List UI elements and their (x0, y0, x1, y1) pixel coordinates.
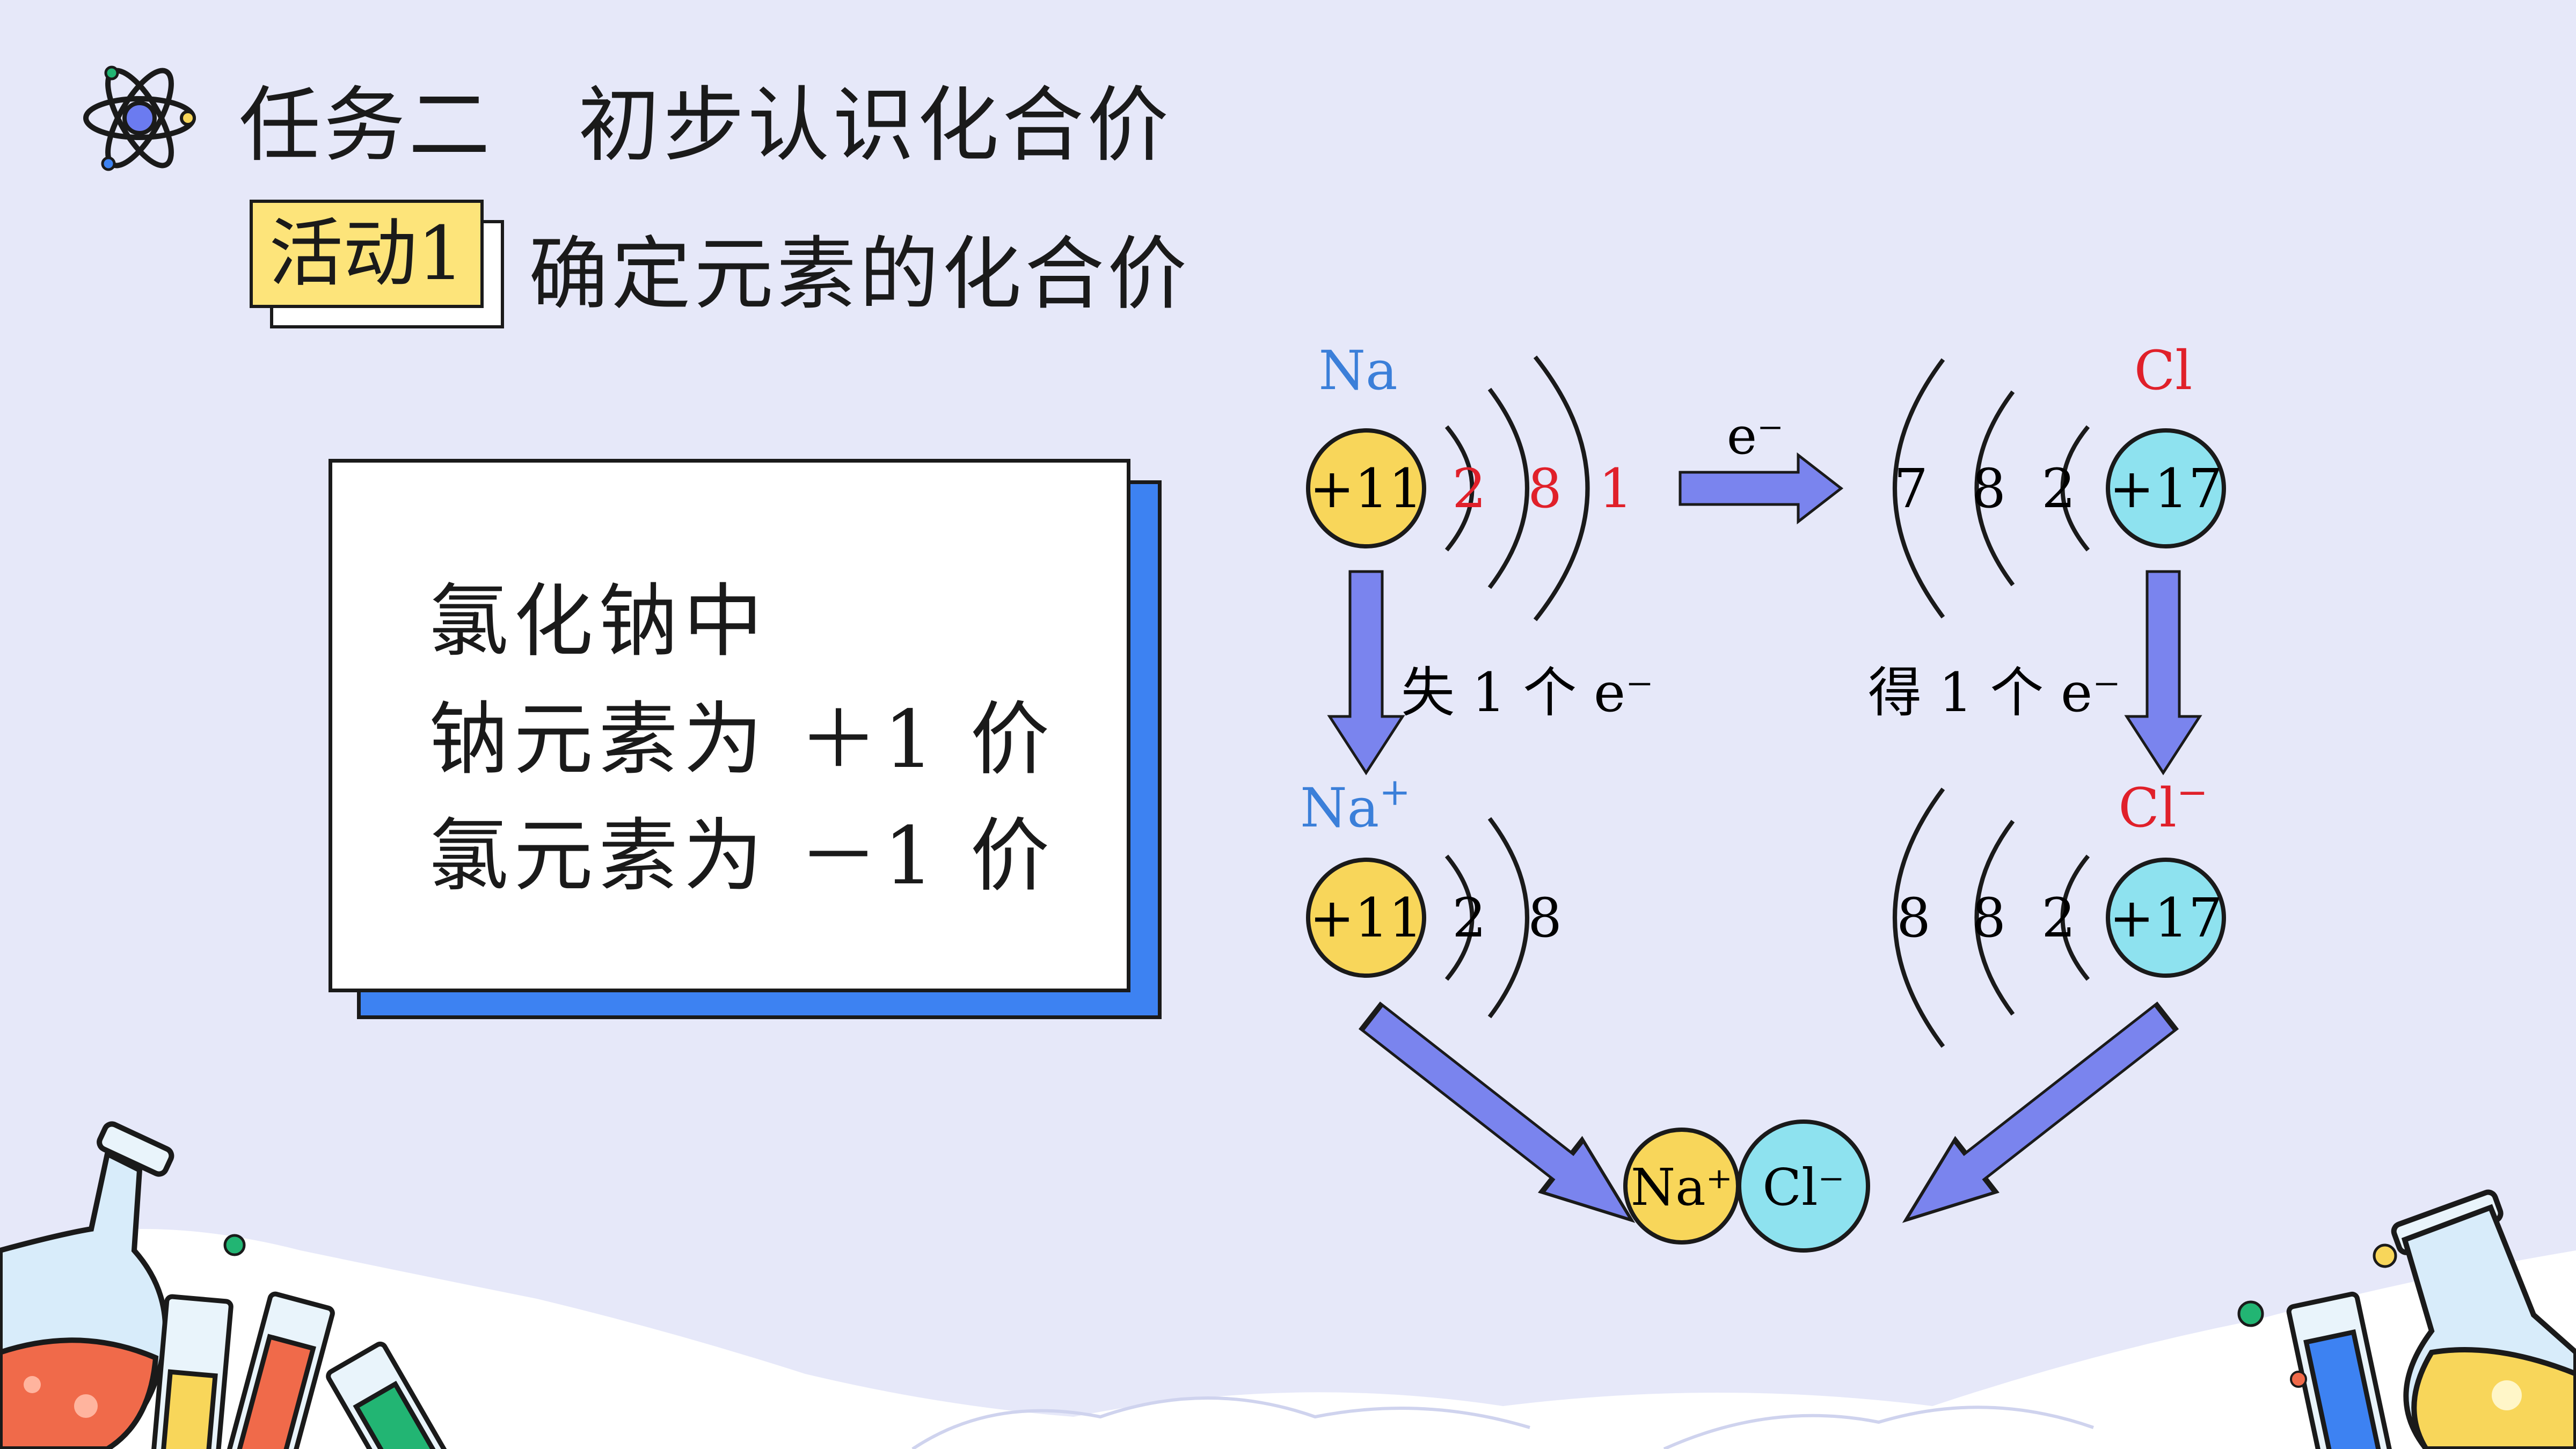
activity-title: 确定元素的化合价 (529, 228, 1190, 320)
summary-card: 氯化钠中 钠元素为 ＋1 价 氯元素为 －1 价 (329, 459, 1130, 992)
cl-shell-1: 7 (1894, 457, 1928, 520)
left-tubes-icon (150, 1291, 453, 1449)
na-atom-symbol: Na (1318, 339, 1397, 402)
cl-ion-shell-2: 8 (1972, 887, 2006, 949)
na-ion-nucleus (1306, 858, 1426, 978)
product-cation-label: Na⁺ (1631, 1158, 1733, 1217)
summary-line-2: 钠元素为 ＋1 价 (429, 693, 1055, 786)
activity-badge-label: 活动1 (250, 200, 484, 308)
cl-shell-3: 2 (2041, 457, 2076, 520)
right-tube-icon (2286, 1291, 2393, 1449)
cl-ion-shell-1: 8 (1896, 887, 1931, 949)
product-anion-label: Cl⁻ (1762, 1158, 1844, 1217)
left-flask-icon (0, 1121, 174, 1449)
cl-shell-2: 8 (1972, 457, 2006, 520)
na-ion-symbol: Na+ (1300, 770, 1411, 839)
na-shell-3: 1 (1599, 457, 1633, 520)
cl-ion-symbol: Cl− (2118, 770, 2208, 839)
gain-electron-label: 得 1 个 e⁻ (1868, 661, 2121, 724)
na-shells (1444, 355, 1590, 621)
electron-transfer-label: e⁻ (1727, 407, 1784, 466)
summary-line-3: 氯元素为 －1 价 (429, 810, 1055, 902)
cl-ion-nucleus (2106, 858, 2226, 978)
cl-shells (1893, 358, 2090, 619)
cl-nucleus-label: +17 (2109, 457, 2222, 520)
summary-line-1: 氯化钠中 (429, 575, 768, 668)
cl-ion-shells (1893, 787, 2090, 1048)
activity-badge: 活动1 (250, 200, 504, 328)
atom-logo-icon (83, 65, 196, 171)
na-nucleus-label: +11 (1309, 457, 1422, 520)
page-title: 任务二 初步认识化合价 (239, 78, 1172, 173)
lose-electron-label: 失 1 个 e⁻ (1401, 661, 1654, 724)
cl-nucleus (2106, 428, 2226, 548)
cl-atom-symbol: Cl (2134, 339, 2193, 402)
na-shell-2: 8 (1528, 457, 1562, 520)
cl-ion-shell-3: 2 (2041, 887, 2076, 949)
na-ion-nucleus-label: +11 (1309, 887, 1422, 949)
product-anion (1737, 1119, 1870, 1253)
cl-ion-nucleus-label: +17 (2109, 887, 2222, 949)
na-shell-1: 2 (1452, 457, 1486, 520)
na-ion-shells (1444, 817, 1529, 1019)
na-ion-shell-2: 8 (1528, 887, 1562, 949)
na-ion-shell-1: 2 (1452, 887, 1486, 949)
na-nucleus (1306, 428, 1426, 548)
right-flask-icon (2391, 1189, 2576, 1449)
